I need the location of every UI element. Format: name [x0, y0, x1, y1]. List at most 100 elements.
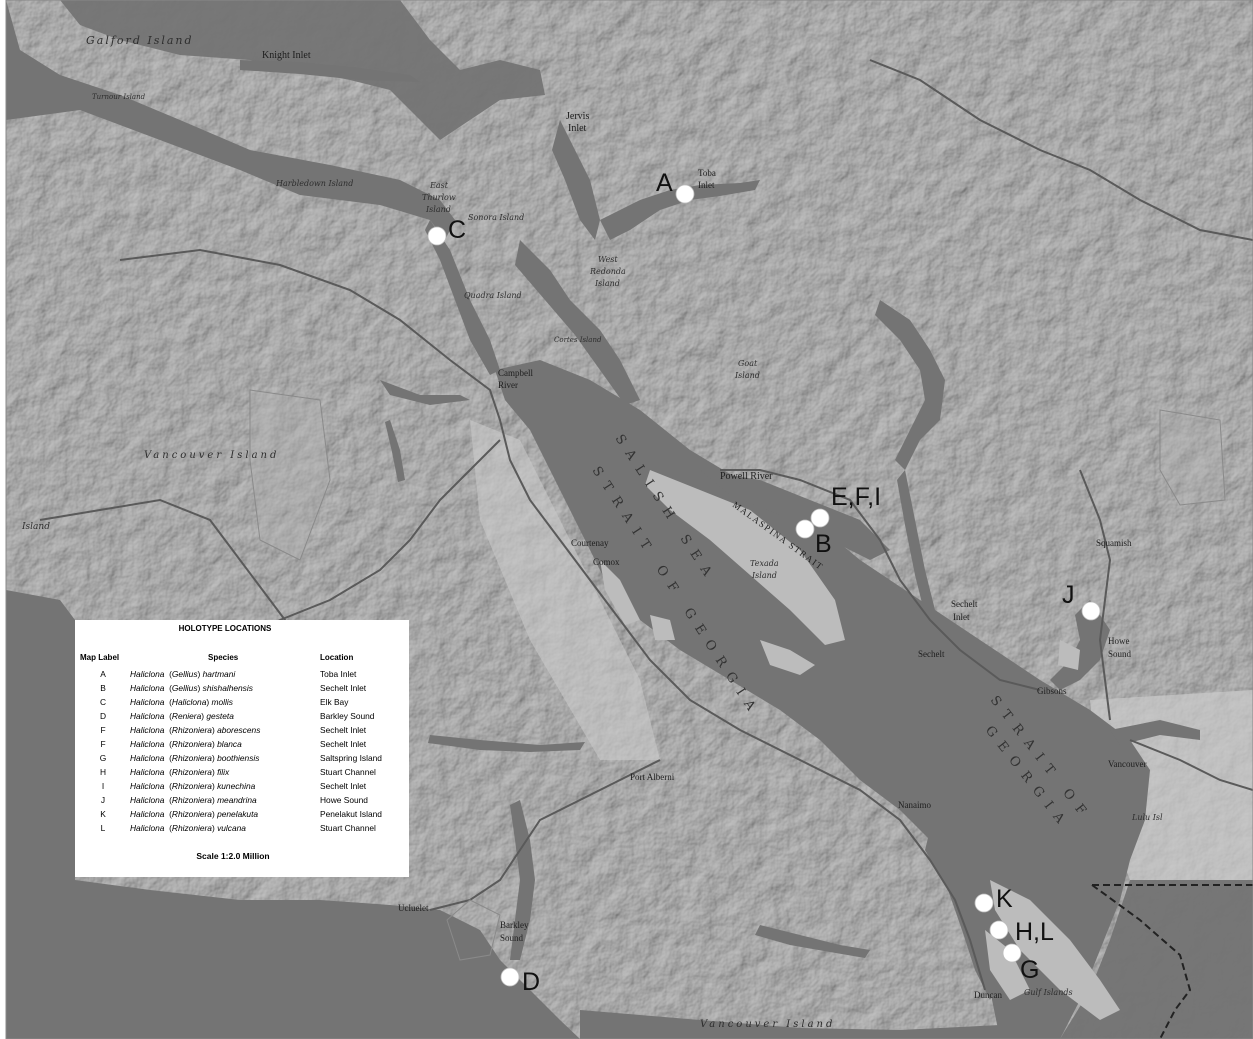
- legend-row-species: Haliclona (Rhizoniera) meandrina: [130, 793, 257, 807]
- marker-c-dot: [427, 226, 447, 246]
- species-genus: Haliclona: [130, 697, 165, 707]
- species-epithet: penelakuta: [217, 809, 259, 819]
- legend-header-label: Map Label: [80, 653, 120, 662]
- species-subgenus: (Haliclona): [169, 697, 210, 707]
- holotype-markers: A B C D E,F,I G H,L J: [427, 169, 1101, 996]
- legend-row-label: J: [100, 795, 106, 805]
- label-sechelt-inlet-2: Inlet: [953, 612, 970, 622]
- denman-island: [600, 560, 640, 625]
- legend-row-species: Haliclona (Haliclona) mollis: [130, 695, 233, 709]
- legend-row-location: Sechelt Inlet: [320, 781, 367, 791]
- label-cortes-island: Cortes Island: [554, 336, 602, 344]
- jervis-inlet-water: [875, 300, 945, 470]
- legend-row-label: D: [99, 711, 107, 721]
- label-quadra-island: Quadra Island: [464, 291, 522, 300]
- cowichan-lake: [755, 925, 870, 958]
- international-border: [1091, 884, 1253, 1039]
- juan-de-fuca: [580, 1010, 1060, 1039]
- marker-efi-label: E,F,I: [831, 483, 881, 511]
- subgenus-name: Rhizoniera: [171, 767, 212, 777]
- legend-row-species: Haliclona (Rhizoniera) filix: [130, 765, 229, 779]
- texada-island: [645, 470, 845, 645]
- species-subgenus: (Rhizoniera): [169, 767, 215, 777]
- label-toba-inlet-1: Toba: [698, 168, 716, 178]
- road-north: [39, 498, 301, 641]
- gulf-islands-shape: [990, 880, 1120, 1020]
- label-powell-river: Powell River: [720, 471, 773, 482]
- legend-row-label: A: [100, 669, 106, 679]
- sutil-channel: [515, 240, 640, 405]
- pacific-ocean: [6, 590, 580, 1039]
- legend-row-species: Haliclona (Gellius) shishalhensis: [130, 681, 253, 695]
- legend-row: J Haliclona (Rhizoniera) meandrina Howe So…: [75, 793, 409, 807]
- legend-row-label: L: [100, 823, 106, 833]
- legend-header-species: Species: [208, 653, 239, 662]
- species-subgenus: (Rhizoniera): [169, 795, 215, 805]
- marker-efi-dot: [810, 508, 830, 528]
- manning-park: [1159, 409, 1226, 506]
- legend-row-location: Barkley Sound: [320, 711, 375, 721]
- species-subgenus: (Rhizoniera): [169, 739, 215, 749]
- marker-d-label: D: [522, 968, 540, 996]
- species-genus: Haliclona: [130, 795, 165, 805]
- species-subgenus: (Rhizoniera): [169, 725, 215, 735]
- subgenus-name: Rhizoniera: [171, 739, 212, 749]
- marker-g: G: [1002, 943, 1039, 984]
- marker-j-dot: [1081, 601, 1101, 621]
- lowland-vancouver-island-east: [470, 420, 660, 760]
- subgenus-name: Rhizoniera: [171, 795, 212, 805]
- label-east-thurlow-2: Thurlow: [422, 193, 456, 202]
- howe-sound-water: [1050, 600, 1110, 690]
- label-ucluelet: Ucluelet: [398, 903, 429, 913]
- legend-row-species: Haliclona (Rhizoniera) aborescens: [130, 723, 260, 737]
- alberni-inlet-water: [510, 800, 535, 960]
- label-knight-inlet: Knight Inlet: [262, 50, 311, 61]
- label-galford-island: Galford Island: [86, 34, 194, 47]
- marker-hl-label: H,L: [1015, 918, 1054, 946]
- species-epithet: vulcana: [217, 823, 246, 833]
- legend-row-location: Sechelt Inlet: [320, 683, 367, 693]
- species-subgenus: (Gellius): [169, 683, 201, 693]
- species-genus: Haliclona: [130, 739, 165, 749]
- subgenus-name: Reniera: [171, 711, 202, 721]
- subgenus-name: Gellius: [171, 683, 198, 693]
- marker-hl: H,L: [989, 918, 1054, 946]
- label-port-alberni: Port Alberni: [630, 772, 675, 782]
- subgenus-name: Rhizoniera: [171, 781, 212, 791]
- legend-row-species: Haliclona (Gellius) hartmani: [130, 667, 235, 681]
- label-barkley-sound-2: Sound: [500, 933, 524, 943]
- legend-row-location: Elk Bay: [320, 697, 349, 707]
- subgenus-name: Rhizoniera: [171, 753, 212, 763]
- species-epithet: boothiensis: [217, 753, 260, 763]
- legend-row-location: Stuart Channel: [320, 823, 376, 833]
- label-texada-1: Texada: [750, 559, 779, 568]
- legend-row-label: H: [99, 767, 107, 777]
- toba-inlet-water: [600, 180, 760, 240]
- hornby-island: [650, 615, 675, 640]
- species-epithet: blanca: [217, 739, 242, 749]
- legend-row-label: F: [100, 739, 106, 749]
- species-genus: Haliclona: [130, 683, 165, 693]
- legend-row-location: Howe Sound: [320, 795, 368, 805]
- label-howe-sound-2: Sound: [1108, 649, 1132, 659]
- label-west-redonda-2: Redonda: [589, 267, 626, 276]
- strathcona-park: [249, 389, 331, 561]
- roads: [39, 59, 1253, 991]
- species-epithet: mollis: [211, 697, 233, 707]
- marker-k: K: [974, 885, 1013, 913]
- park-outlines: [249, 389, 1226, 961]
- legend-row-location: Stuart Channel: [320, 767, 376, 777]
- species-genus: Haliclona: [130, 823, 165, 833]
- label-comox: Comox: [593, 557, 620, 567]
- malaspina-strait-water: [700, 470, 890, 560]
- label-jervis-inlet-1: Jervis: [566, 111, 589, 122]
- marker-a-dot: [675, 184, 695, 204]
